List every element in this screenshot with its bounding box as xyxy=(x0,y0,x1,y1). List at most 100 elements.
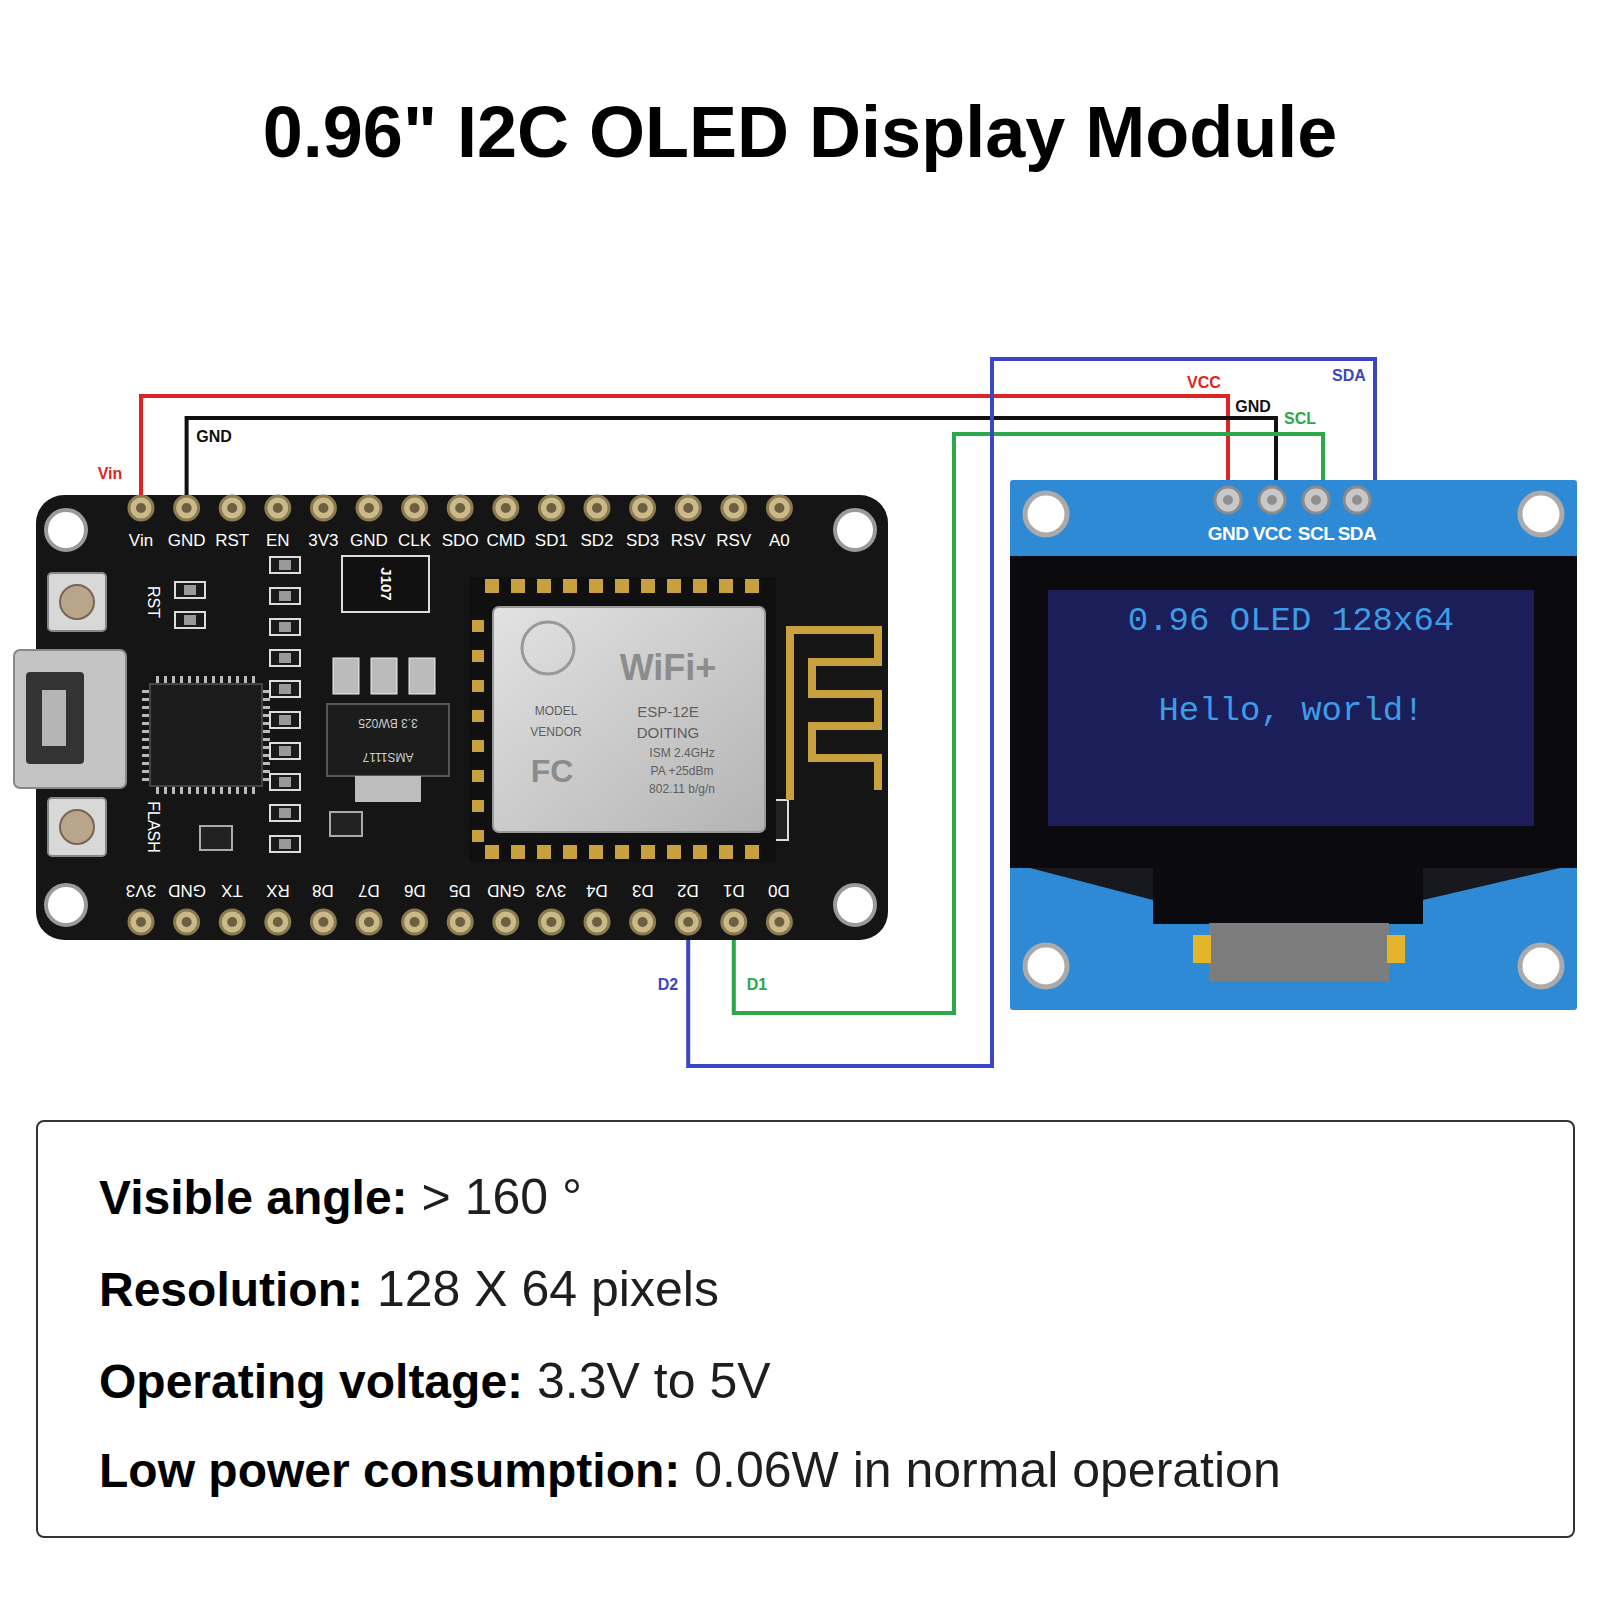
usb-tongue xyxy=(42,690,66,746)
pin-label: CMD xyxy=(486,531,525,551)
wire-label: Vin xyxy=(98,465,123,483)
wire-label: GND xyxy=(1235,398,1271,416)
logo-ring xyxy=(522,622,574,674)
pin-label: GND xyxy=(487,880,525,900)
spec-value: 0.06W in normal operation xyxy=(694,1440,1280,1500)
header-pin xyxy=(448,496,472,520)
shield-marking: FC xyxy=(531,753,574,790)
oled-pin-hole xyxy=(1215,487,1241,513)
oled-pcb xyxy=(1010,480,1577,1010)
header-pin xyxy=(539,496,563,520)
oled-pin-hole xyxy=(1303,487,1329,513)
spec-row: Low power consumption:0.06W in normal op… xyxy=(99,1440,1281,1504)
header-pin xyxy=(676,910,700,934)
header-pin xyxy=(220,496,244,520)
shield-marking: DOITING xyxy=(637,724,700,741)
spec-row: Resolution:128 X 64 pixels xyxy=(99,1259,719,1323)
module-pads xyxy=(485,845,770,859)
spec-label: Resolution: xyxy=(99,1261,363,1319)
pin-label: D2 xyxy=(677,880,699,900)
wire-label: SDA xyxy=(1332,367,1366,385)
pin-label: D1 xyxy=(723,880,745,900)
header-pin xyxy=(585,910,609,934)
pin-label: GND xyxy=(168,531,206,551)
wire-label: D2 xyxy=(658,976,678,994)
pin-label: 3V3 xyxy=(126,880,156,900)
spec-row: Visible angle:> 160 ° xyxy=(99,1167,582,1231)
usb-opening xyxy=(26,672,84,764)
mount-hole xyxy=(46,510,86,550)
pin-label: Vin xyxy=(129,531,153,551)
pin-label: RX xyxy=(266,880,290,900)
pin-label: A0 xyxy=(769,531,790,551)
header-pin xyxy=(722,910,746,934)
header-pin xyxy=(266,496,290,520)
header-pin xyxy=(722,496,746,520)
pin-label: SD1 xyxy=(535,531,568,551)
header-pin xyxy=(631,910,655,934)
header-pin xyxy=(129,496,153,520)
pin-label: 3V3 xyxy=(308,531,338,551)
pin-label: D3 xyxy=(632,880,654,900)
pin-label: D6 xyxy=(404,880,426,900)
shield-marking: 802.11 b/g/n xyxy=(649,783,715,797)
pin-label: D7 xyxy=(358,880,380,900)
pin-label: TX xyxy=(221,880,243,900)
metal-shield xyxy=(493,607,765,832)
smd-part xyxy=(270,743,300,759)
regulator-tab xyxy=(355,776,421,802)
spec-label: Visible angle: xyxy=(99,1169,408,1227)
header-pin xyxy=(631,496,655,520)
header-pin xyxy=(266,910,290,934)
pin-label: RSV xyxy=(671,531,706,551)
header-pin xyxy=(448,910,472,934)
button-cap xyxy=(60,810,94,844)
pin-label: RSV xyxy=(716,531,751,551)
pin-label: 3V3 xyxy=(536,880,566,900)
silkscreen-label: FLASH xyxy=(144,801,162,853)
mount-hole xyxy=(835,510,875,550)
transistor xyxy=(200,826,232,850)
regulator-leg xyxy=(371,658,397,694)
wire-label: GND xyxy=(196,428,232,446)
shield-marking: VENDOR xyxy=(530,726,581,740)
mount-hole xyxy=(835,885,875,925)
pin-label: GND xyxy=(350,531,388,551)
header-pin xyxy=(311,910,335,934)
spec-value: 3.3V to 5V xyxy=(537,1351,771,1411)
mount-hole xyxy=(1520,493,1562,535)
oled-pin-label: GND xyxy=(1208,523,1249,545)
pin-label: D8 xyxy=(313,880,335,900)
pin-label: D5 xyxy=(449,880,471,900)
oled-screen: 0.96 OLED 128x64Hello, world! xyxy=(1048,590,1534,826)
silkscreen-label: RST xyxy=(144,586,162,618)
oled-module: 0.96 OLED 128x64Hello, world!GNDVCCSCLSD… xyxy=(1010,480,1577,1010)
oled-pin-label: VCC xyxy=(1253,523,1292,545)
pin-label: SDO xyxy=(442,531,479,551)
flex-ribbon xyxy=(1209,923,1389,981)
header-pin xyxy=(585,496,609,520)
spec-box: Visible angle:> 160 ° Resolution:128 X 64… xyxy=(36,1120,1575,1538)
regulator-leg xyxy=(333,658,359,694)
smd-part xyxy=(270,681,300,697)
mount-hole xyxy=(46,885,86,925)
header-pin xyxy=(494,910,518,934)
oled-glass xyxy=(1010,556,1577,868)
screen-text: Hello, world! xyxy=(1158,692,1423,731)
wire-label: VCC xyxy=(1187,374,1221,392)
title-text: 0.96" I2C OLED Display Module xyxy=(0,96,1600,168)
header-pin xyxy=(767,910,791,934)
pin-label: RST xyxy=(215,531,249,551)
button-base xyxy=(48,573,106,631)
header-pin xyxy=(175,496,199,520)
header-pin xyxy=(403,910,427,934)
flex-stiffener xyxy=(1387,935,1405,963)
jumper-wire xyxy=(187,418,1276,495)
spec-value: > 160 ° xyxy=(422,1167,582,1227)
oled-pin-label: SCL xyxy=(1298,523,1335,545)
header-pin xyxy=(357,496,381,520)
header-pin xyxy=(220,910,244,934)
smd-part xyxy=(270,712,300,728)
pin-label: GND xyxy=(168,880,206,900)
